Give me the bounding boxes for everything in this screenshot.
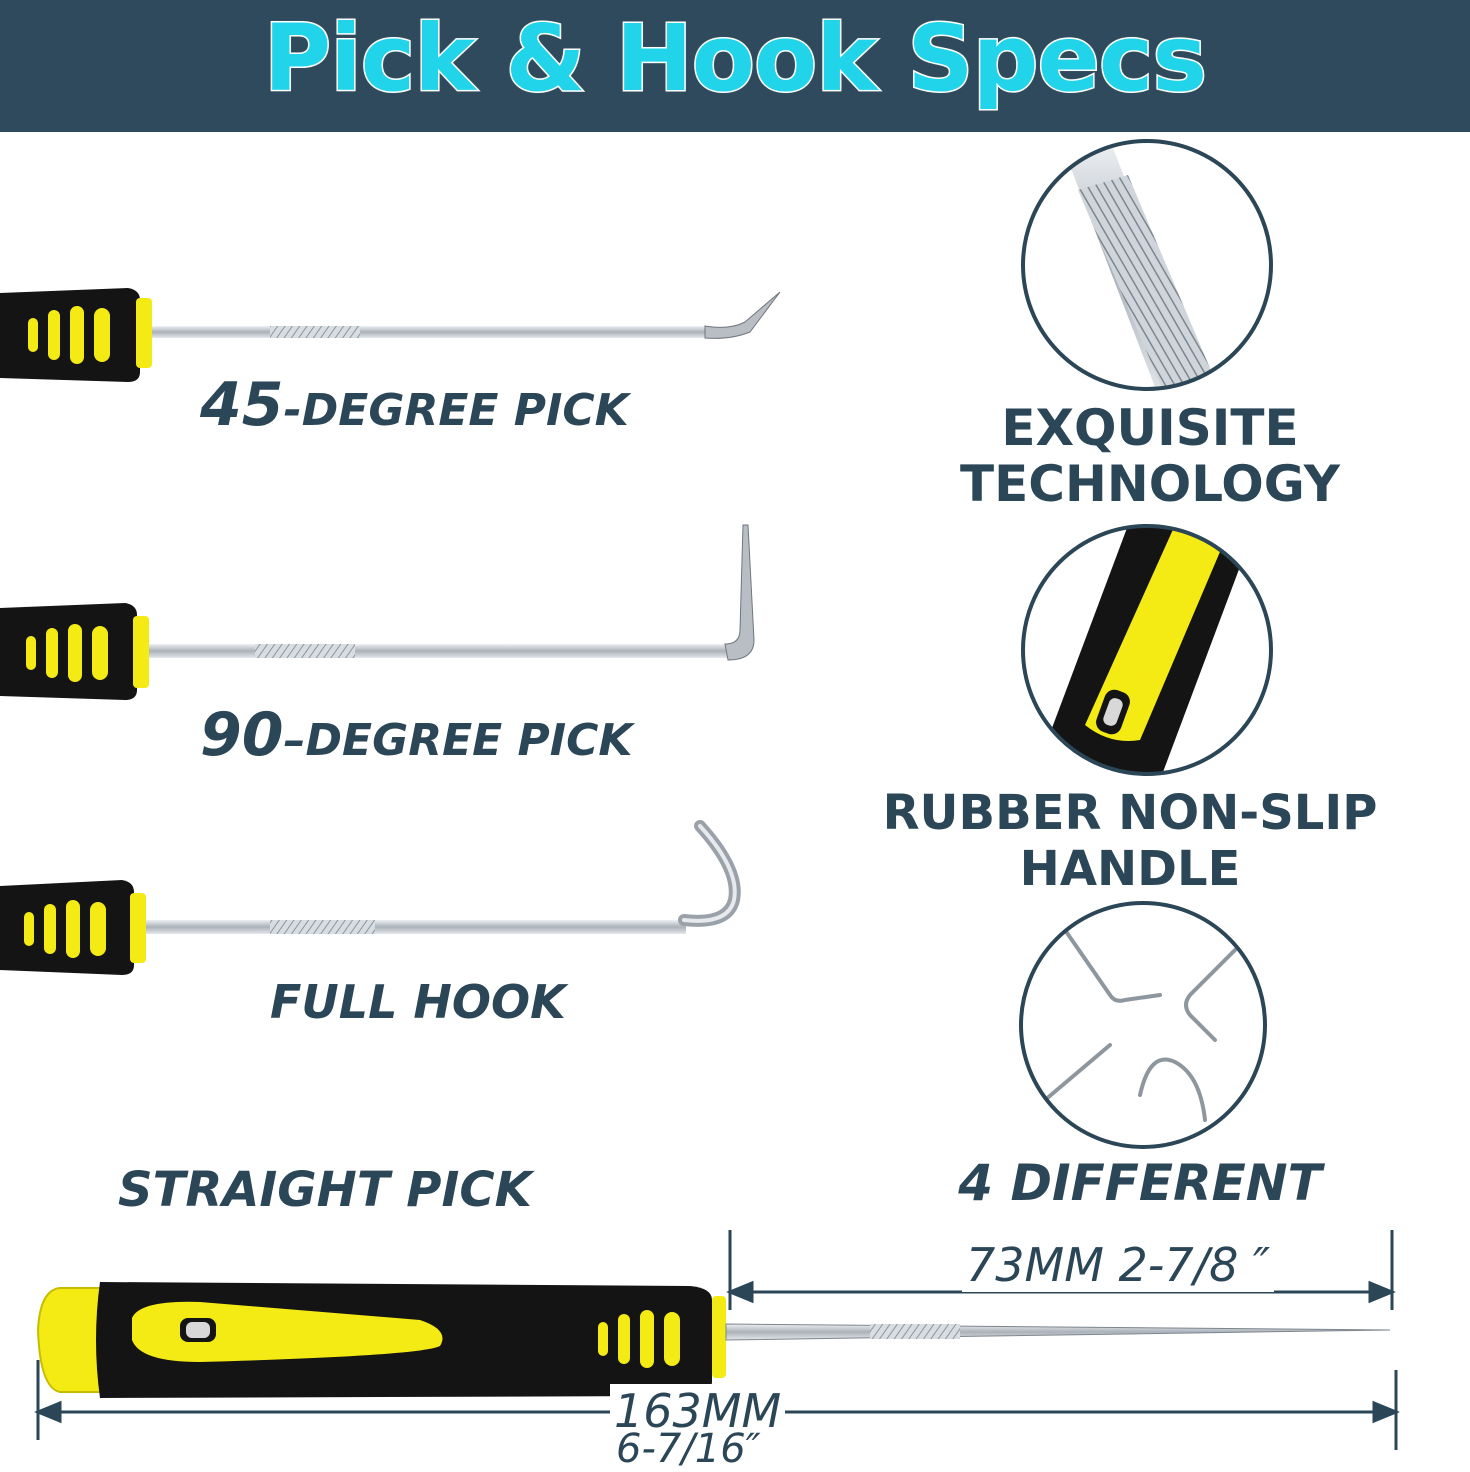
feature-variety-line1: 4 DIFFERENT (958, 1154, 1322, 1212)
straight-pick-image (36, 1282, 1391, 1398)
feature-technology: EXQUISITE TECHNOLOGY (930, 400, 1370, 512)
total-length-in: 6-7/16″ (616, 1426, 761, 1472)
pick-90-text: –DEGREE PICK (283, 715, 633, 766)
pick-45-number: 45 (200, 370, 284, 440)
knurl-detail-image (1021, 139, 1273, 391)
feature-handle-line2: HANDLE (1019, 841, 1241, 897)
full-hook-label: FULL HOOK (270, 975, 566, 1029)
pick-45-text: -DEGREE PICK (283, 385, 629, 436)
feature-technology-line1: EXQUISITE (1001, 399, 1299, 457)
header-banner (0, 0, 1470, 132)
tip-length-dimension: 73MM 2-7/8 ″ (962, 1238, 1275, 1292)
pick-90-number: 90 (200, 700, 284, 770)
pick-45-label: 45-DEGREE PICK (200, 370, 629, 440)
pick-90-degree-image (0, 524, 755, 700)
four-tips-detail-image (1019, 901, 1267, 1149)
feature-variety: 4 DIFFERENT (930, 1155, 1350, 1211)
feature-technology-line2: TECHNOLOGY (960, 455, 1340, 513)
feature-handle: RUBBER NON-SLIP HANDLE (880, 785, 1380, 897)
pick-90-label: 90–DEGREE PICK (200, 700, 633, 770)
total-length-mm: 163MM (610, 1384, 786, 1438)
page-title: Pick & Hook Specs (262, 4, 1208, 114)
handle-detail-image (1021, 524, 1273, 776)
full-hook-image (0, 820, 741, 975)
feature-handle-line1: RUBBER NON-SLIP (882, 785, 1378, 841)
pick-45-degree-image (0, 288, 781, 382)
straight-pick-label: STRAIGHT PICK (118, 1162, 532, 1218)
